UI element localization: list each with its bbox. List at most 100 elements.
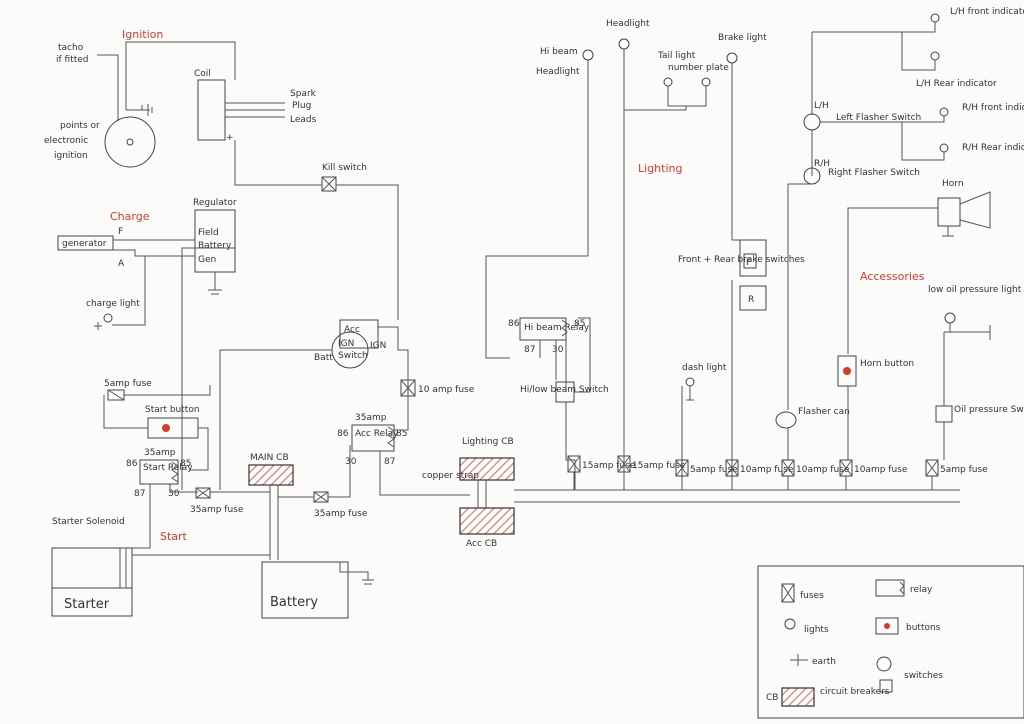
kill-switch[interactable] bbox=[321, 176, 337, 192]
if-fitted-label: if fitted bbox=[56, 55, 89, 65]
hi-beam-relay bbox=[519, 317, 567, 341]
front-brake-f-label: F bbox=[746, 258, 751, 268]
gen-label: Gen bbox=[198, 255, 216, 265]
acc-circuit-breaker bbox=[459, 507, 515, 535]
fuse-10amp-brake-label: 10amp fuse bbox=[740, 465, 794, 475]
number-plate-label: number plate bbox=[668, 63, 729, 73]
acc-85-label: 85 bbox=[396, 429, 407, 439]
hi-beam-light bbox=[582, 49, 594, 61]
dash-light bbox=[685, 377, 695, 387]
lighting-cb-label: Lighting CB bbox=[462, 437, 514, 447]
fuse-row: 15amp fuse 15amp fuse 5amp fuse 10amp fu… bbox=[567, 455, 988, 477]
plug-label: Plug bbox=[292, 101, 311, 111]
legend bbox=[757, 565, 1024, 719]
start-85-label: 85 bbox=[180, 459, 191, 469]
rear-brake-switch[interactable] bbox=[739, 285, 767, 311]
charge-light-label: charge light bbox=[86, 299, 140, 309]
hb-85-label: 85 bbox=[574, 319, 585, 329]
hi-beam-headlight-label: Headlight bbox=[536, 67, 580, 77]
acc-relay-label: Acc Relay bbox=[355, 429, 399, 439]
lh-front-label: L/H front indicator bbox=[950, 7, 1024, 17]
horn-button[interactable] bbox=[837, 355, 857, 387]
field-label: Field bbox=[198, 228, 219, 238]
start-30-label: 30 bbox=[168, 489, 180, 499]
leads-label: Leads bbox=[290, 115, 317, 125]
coil bbox=[197, 79, 226, 141]
section-lighting: Lighting bbox=[638, 162, 682, 175]
brake-light-label: Brake light bbox=[718, 33, 767, 43]
generator-a-label: A bbox=[118, 259, 125, 269]
legend-button-icon bbox=[875, 617, 899, 635]
generator-label: generator bbox=[62, 239, 107, 249]
start-relay bbox=[139, 459, 179, 485]
starter-motor bbox=[51, 587, 133, 617]
flasher-can bbox=[775, 411, 797, 429]
batt-term-label: Batt bbox=[314, 353, 333, 363]
right-flasher-label: Right Flasher Switch bbox=[828, 168, 920, 178]
legend-earth: earth bbox=[812, 657, 836, 667]
flasher-can-label: Flasher can bbox=[798, 407, 850, 417]
section-accessories: Accessories bbox=[860, 270, 925, 283]
legend-switch-icon bbox=[876, 656, 892, 672]
legend-circuit-breakers: circuit breakers bbox=[820, 687, 890, 697]
acc-86-label: 86 bbox=[337, 429, 349, 439]
section-start: Start bbox=[160, 530, 188, 543]
fuse-15amp-a-label: 15amp fuse bbox=[582, 461, 636, 471]
legend-cb: CB bbox=[766, 693, 778, 703]
left-flasher-switch[interactable] bbox=[803, 113, 821, 131]
generator-f-label: F bbox=[118, 227, 123, 237]
rh-rear-indicator bbox=[939, 143, 949, 153]
start-button[interactable] bbox=[147, 417, 199, 439]
tacho-label: tacho bbox=[58, 43, 84, 53]
battery-term-label: Battery bbox=[198, 241, 232, 251]
legend-buttons: buttons bbox=[906, 623, 941, 633]
brake-switches-label: Front + Rear brake switches bbox=[678, 255, 805, 265]
fuse-5amp-start-label: 5amp fuse bbox=[104, 379, 152, 389]
legend-switches: switches bbox=[904, 671, 943, 681]
hi-low-switch-label: Hi/low beam Switch bbox=[520, 385, 609, 395]
hb-87-label: 87 bbox=[524, 345, 535, 355]
fuse-15amp-b-label: 15amp fuse bbox=[632, 461, 686, 471]
legend-earth-icon bbox=[790, 654, 808, 666]
battery bbox=[261, 561, 349, 619]
kill-switch-label: Kill switch bbox=[322, 163, 367, 173]
battery-label: Battery bbox=[270, 595, 318, 610]
ign-term-label: IGN bbox=[370, 341, 386, 351]
legend-relay: relay bbox=[910, 585, 933, 595]
horn-button-red bbox=[843, 367, 851, 375]
fuse-10amp-ign-label: 10 amp fuse bbox=[418, 385, 475, 395]
coil-label: Coil bbox=[194, 69, 211, 79]
number-plate-light bbox=[701, 77, 711, 87]
start-87-label: 87 bbox=[134, 489, 145, 499]
starter-solenoid-label: Starter Solenoid bbox=[52, 517, 125, 527]
acc-relay-amp-label: 35amp bbox=[355, 413, 387, 423]
taillight bbox=[663, 77, 673, 87]
starter-label: Starter bbox=[64, 597, 110, 612]
acc-term-label: Acc bbox=[344, 325, 360, 335]
rh-front-indicator bbox=[939, 107, 949, 117]
acc-relay bbox=[351, 424, 395, 452]
coil-plus-label: + bbox=[226, 133, 234, 143]
main-circuit-breaker bbox=[248, 464, 294, 486]
generator bbox=[57, 235, 114, 251]
left-flasher-label: Left Flasher Switch bbox=[836, 113, 921, 123]
spark-label: Spark bbox=[290, 89, 317, 99]
legend-cb-icon bbox=[781, 687, 815, 707]
fuse-10amp-ign bbox=[400, 379, 416, 397]
ignition-switch[interactable] bbox=[331, 331, 369, 369]
taillight-label: Tail light bbox=[657, 51, 696, 61]
legend-fuses: fuses bbox=[800, 591, 824, 601]
fuse-10amp-horn-label: 10amp fuse bbox=[854, 465, 908, 475]
acc-30-label: 30 bbox=[345, 457, 357, 467]
switch-label: Switch bbox=[338, 351, 368, 361]
fuse-35amp-acc-label: 35amp fuse bbox=[314, 509, 368, 519]
front-brake-switch[interactable] bbox=[739, 239, 767, 277]
headlight bbox=[618, 38, 630, 50]
low-oil-light bbox=[944, 312, 956, 324]
lh-rear-label: L/H Rear indicator bbox=[916, 79, 997, 89]
section-ignition: Ignition bbox=[122, 28, 163, 41]
lighting-circuit-breaker bbox=[459, 457, 515, 481]
hb-30-label: 30 bbox=[552, 345, 564, 355]
hb-86-label: 86 bbox=[508, 319, 520, 329]
rh-rear-label: R/H Rear indicator bbox=[962, 143, 1024, 153]
